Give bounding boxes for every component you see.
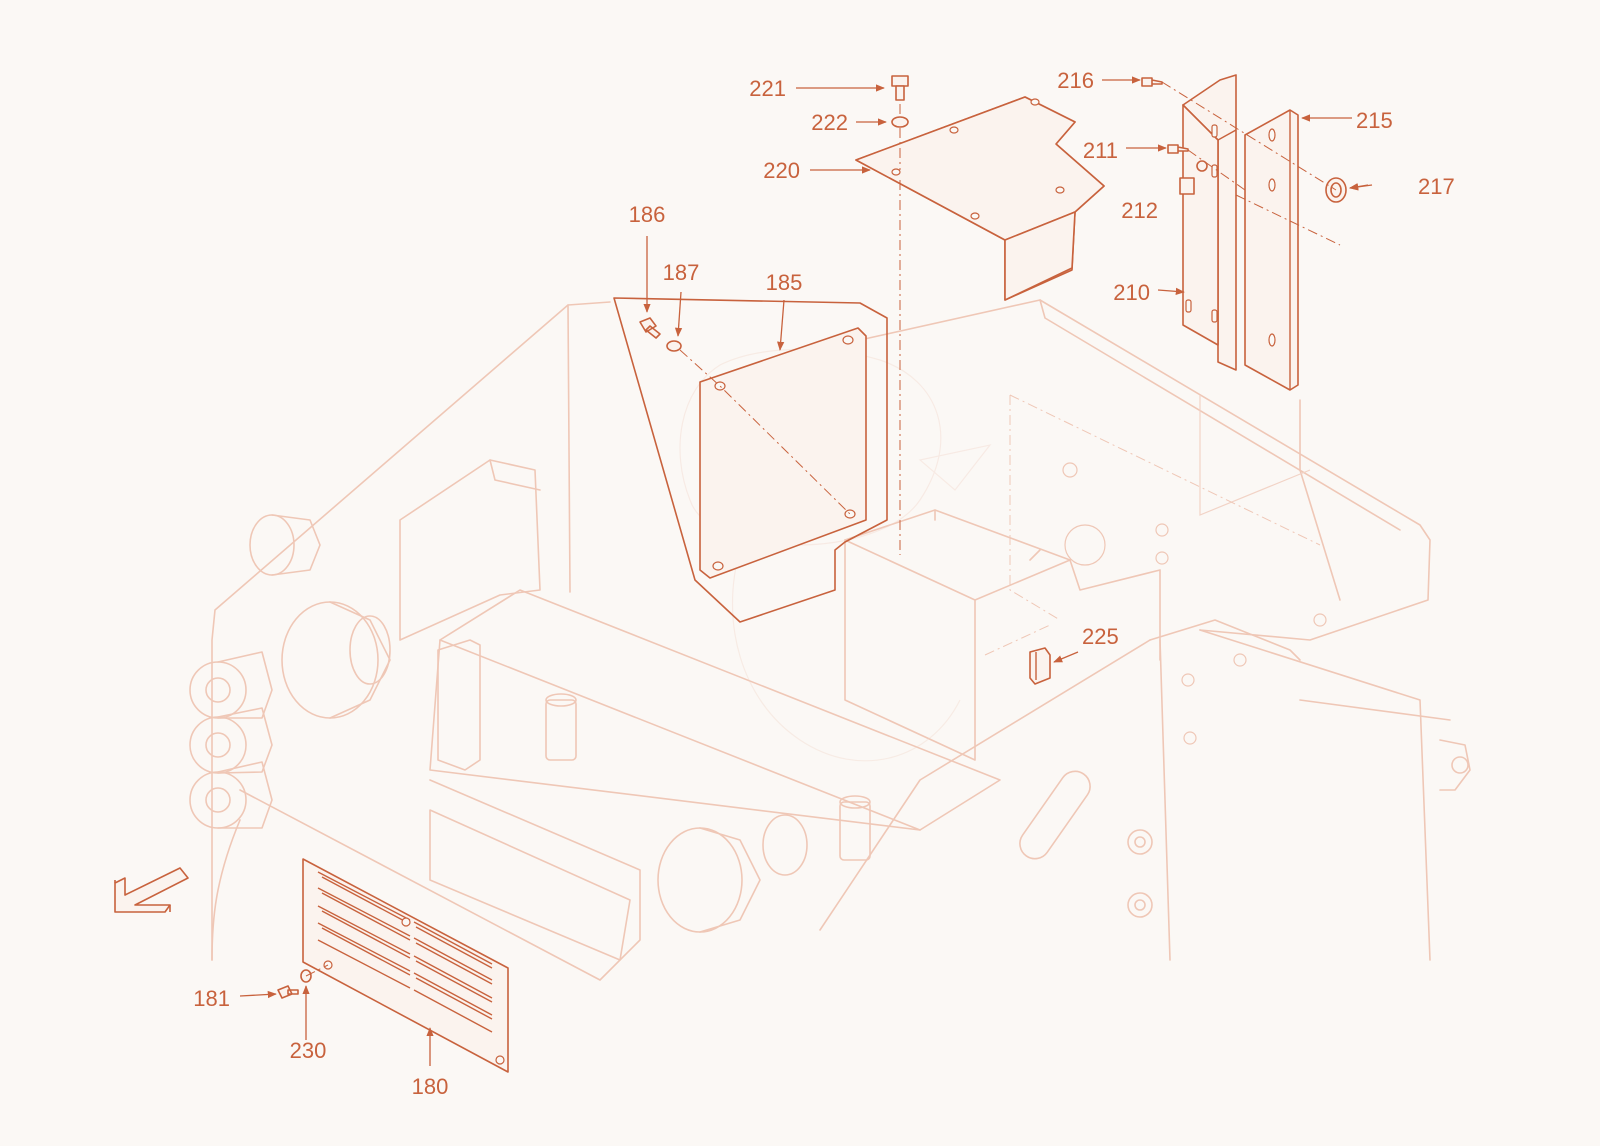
callout-222: 222: [811, 110, 848, 135]
part-185-cover-outline: [613, 297, 888, 623]
assembly-centerlines: [984, 394, 1321, 656]
callout-225: 225: [1082, 624, 1119, 649]
front-direction-arrow-icon: [114, 867, 189, 913]
frame-gauge-center: [657, 827, 743, 933]
part-222-washer: [891, 116, 909, 128]
part-185-panel: [699, 327, 867, 579]
callout-215: 215: [1356, 108, 1393, 133]
centerline-180: [305, 964, 329, 977]
part-187-washer: [666, 340, 682, 352]
frame-gauge-left: [281, 601, 379, 719]
callout-217: 217: [1418, 174, 1455, 199]
part-211-screw: [1167, 144, 1189, 154]
callout-leaders: [239, 76, 1373, 1066]
frame-floor: [439, 589, 1001, 831]
part-225-clip: [1029, 647, 1051, 685]
callout-labels: 221 222 220 216 215 211 212 217 210 186 …: [193, 68, 1454, 1099]
part-210-channel: [1182, 74, 1237, 371]
frame-cylinder-2: [189, 716, 247, 774]
callout-185: 185: [766, 270, 803, 295]
callout-187: 187: [663, 260, 700, 285]
callout-211: 211: [1083, 138, 1118, 163]
callout-181: 181: [193, 986, 230, 1011]
part-215-plate: [1244, 109, 1299, 391]
machine-frame: [189, 299, 1471, 981]
callout-210: 210: [1113, 280, 1150, 305]
callout-212: 212: [1121, 198, 1158, 223]
frame-center-box: [844, 539, 976, 761]
part-216-screw: [1141, 77, 1163, 87]
centerline-210: [1161, 81, 1341, 246]
centerline-185: [679, 349, 851, 515]
frame-cylinder-3: [189, 771, 247, 829]
callout-221: 221: [749, 76, 786, 101]
part-212-clip: [1179, 177, 1195, 195]
callout-220: 220: [763, 158, 800, 183]
frame-control-pod: [399, 459, 541, 641]
callout-186: 186: [629, 202, 666, 227]
part-181-screw: [277, 985, 299, 999]
part-220-cover-plate: [855, 96, 1105, 301]
callout-216: 216: [1057, 68, 1094, 93]
frame-cylinder-1: [189, 661, 247, 719]
part-221-bolt: [891, 75, 909, 101]
callout-180: 180: [412, 1074, 449, 1099]
frame-left-wall: [211, 304, 569, 961]
callout-230: 230: [290, 1038, 327, 1063]
frame-top-rim: [859, 299, 1431, 641]
part-212-nut: [1196, 160, 1208, 172]
part-180-grille: [302, 858, 509, 1073]
part-186-bolt: [639, 317, 661, 339]
